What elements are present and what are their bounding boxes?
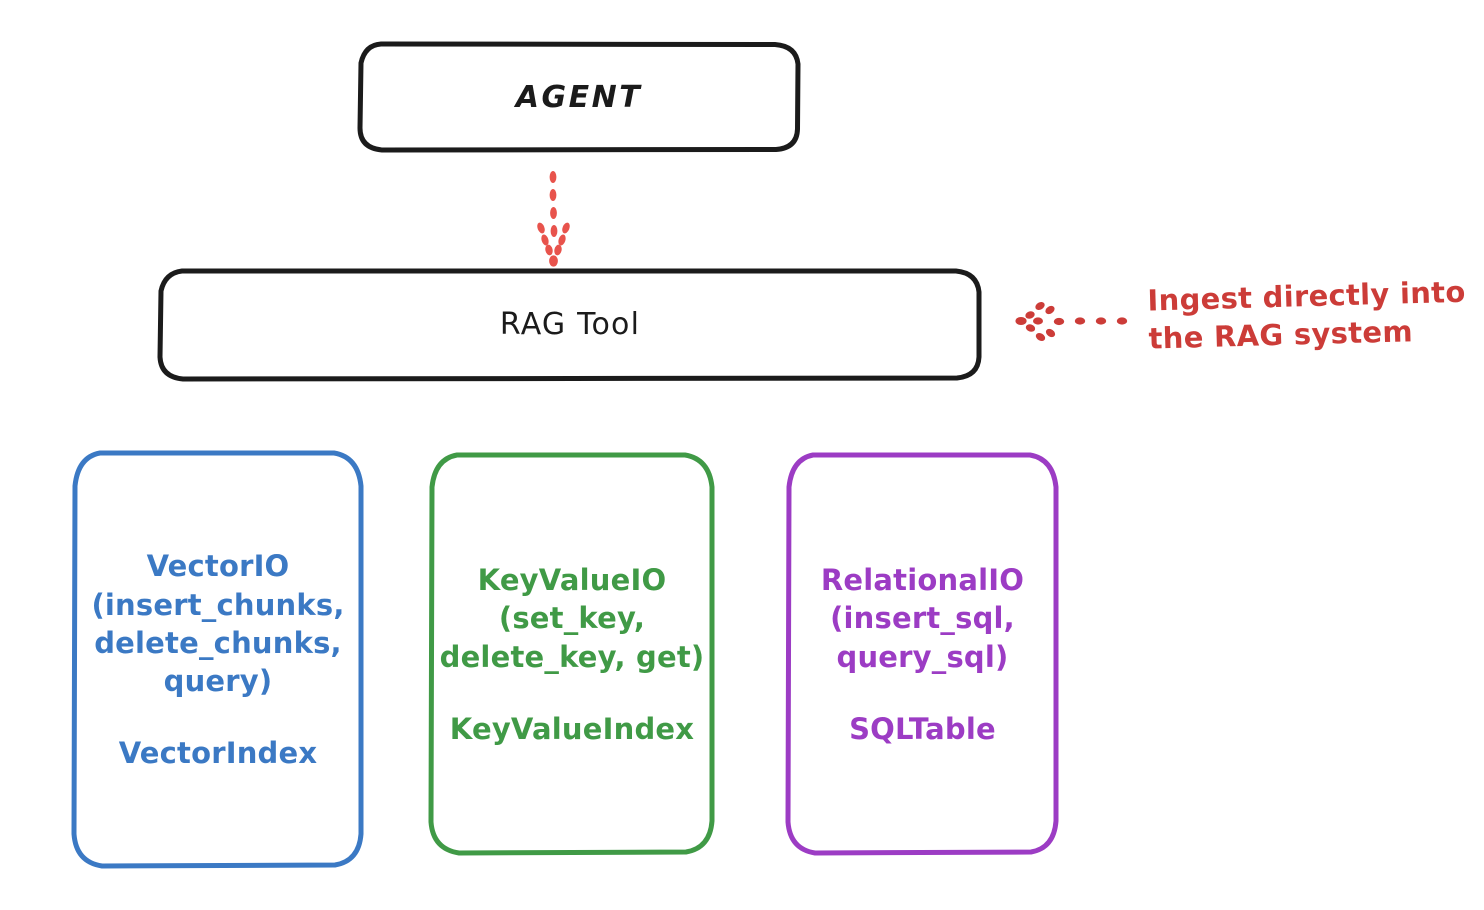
vector-io-label: VectorIO (insert_chunks, delete_chunks, … <box>70 448 366 872</box>
node-vector-io[interactable]: VectorIO (insert_chunks, delete_chunks, … <box>70 448 366 872</box>
vector-io-index: VectorIndex <box>118 736 318 771</box>
relational-io-label: RelationalIO (insert_sql, query_sql) SQL… <box>784 450 1061 859</box>
dotted-arrow-down-icon <box>537 171 570 267</box>
relational-io-index: SQLTable <box>849 711 996 746</box>
node-agent[interactable]: AGENT <box>355 40 803 154</box>
node-key-value-io[interactable]: KeyValueIO (set_key, delete_key, get) Ke… <box>427 450 717 859</box>
annotation-ingest: Ingest directly into the RAG system <box>1147 274 1466 356</box>
key-value-io-api: KeyValueIO (set_key, delete_key, get) <box>439 562 705 674</box>
dotted-arrow-left-icon <box>1015 302 1128 341</box>
node-rag-tool[interactable]: RAG Tool <box>156 267 984 382</box>
agent-label: AGENT <box>515 79 643 115</box>
vector-io-api: VectorIO (insert_chunks, delete_chunks, … <box>91 549 345 699</box>
relational-io-api: RelationalIO (insert_sql, query_sql) <box>820 562 1025 674</box>
key-value-io-label: KeyValueIO (set_key, delete_key, get) Ke… <box>427 450 717 859</box>
rag-tool-label: RAG Tool <box>499 307 641 342</box>
key-value-io-index: KeyValueIndex <box>449 711 695 746</box>
node-relational-io[interactable]: RelationalIO (insert_sql, query_sql) SQL… <box>784 450 1061 859</box>
